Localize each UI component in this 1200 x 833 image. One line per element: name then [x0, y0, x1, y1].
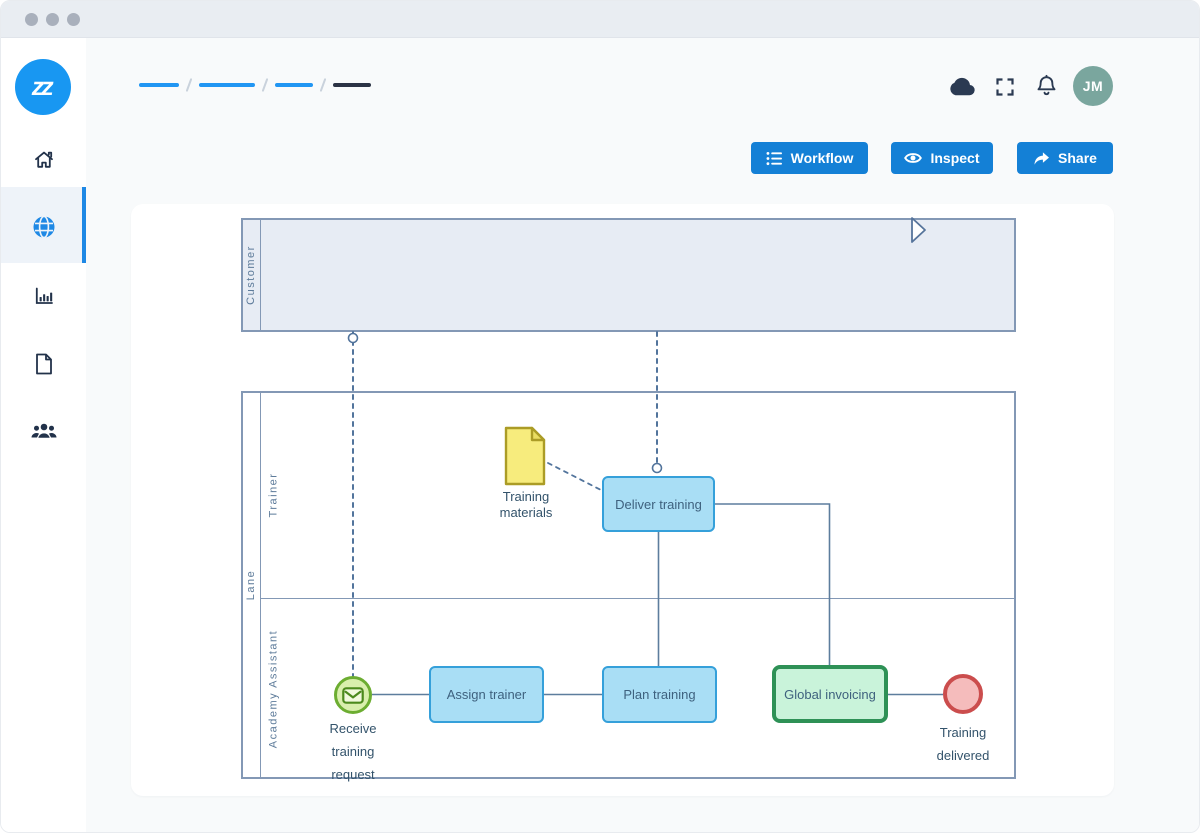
sidebar-item-home[interactable] — [1, 132, 86, 188]
pool-lane-label: Lane — [244, 569, 257, 601]
fullscreen-button[interactable] — [995, 77, 1015, 102]
node-deliver-training[interactable]: Deliver training — [602, 476, 715, 532]
breadcrumb-separator — [261, 78, 269, 92]
breadcrumb-segment — [139, 83, 179, 87]
pool-customer-label: Customer — [244, 245, 257, 305]
lane-divider — [261, 598, 1014, 599]
bell-icon — [1037, 74, 1056, 96]
breadcrumb-separator — [319, 78, 327, 92]
inspect-button[interactable]: Inspect — [891, 142, 993, 174]
avatar[interactable]: JM — [1073, 66, 1113, 106]
lane-trainer-label: Trainer — [267, 472, 279, 517]
globe-icon — [33, 215, 54, 239]
node-assign-trainer-label: Assign trainer — [446, 687, 527, 702]
app-logo-text: zz — [29, 72, 54, 101]
fullscreen-icon — [996, 78, 1014, 96]
data-object-icon — [504, 426, 546, 486]
node-plan-training-label: Plan training — [623, 687, 696, 702]
lane-academy-assistant-label: Academy Assistant — [267, 629, 279, 748]
window-close-dot[interactable] — [25, 12, 38, 26]
cloud-icon — [950, 77, 975, 96]
message-envelope-icon — [342, 686, 364, 704]
breadcrumb-skeleton — [139, 78, 371, 92]
window-minimize-dot[interactable] — [46, 12, 59, 26]
sidebar-item-analytics[interactable] — [1, 268, 86, 324]
window-titlebar — [1, 1, 1199, 38]
sidebar-item-people[interactable] — [1, 403, 86, 459]
breadcrumb-separator — [185, 78, 193, 92]
node-deliver-training-label: Deliver training — [615, 496, 702, 512]
node-receive-training-request-label: Receive training request — [329, 721, 377, 782]
avatar-initials: JM — [1082, 78, 1104, 94]
pool-customer-label-band — [243, 220, 261, 330]
node-training-delivered[interactable] — [943, 674, 983, 714]
node-training-materials[interactable] — [504, 426, 546, 491]
workflow-button-label: Workflow — [790, 150, 854, 166]
breadcrumb-segment-current — [333, 83, 371, 87]
node-training-materials-label: Training materials — [499, 489, 553, 520]
share-button-label: Share — [1058, 150, 1097, 166]
node-global-invoicing-label: Global invoicing — [784, 686, 876, 702]
node-receive-training-request[interactable] — [334, 676, 372, 714]
workflow-button[interactable]: Workflow — [751, 142, 868, 174]
node-training-delivered-label: Training delivered — [936, 725, 990, 763]
share-arrow-icon — [1034, 151, 1050, 165]
node-plan-training[interactable]: Plan training — [602, 666, 717, 723]
breadcrumb-segment — [199, 83, 255, 87]
sidebar-item-processes[interactable] — [1, 199, 86, 255]
pool-customer[interactable] — [241, 218, 1016, 332]
node-global-invoicing[interactable]: Global invoicing — [772, 665, 888, 723]
inspect-button-label: Inspect — [930, 150, 980, 166]
window-maximize-dot[interactable] — [67, 12, 80, 26]
share-button[interactable]: Share — [1017, 142, 1113, 174]
sidebar-item-documents[interactable] — [1, 336, 86, 392]
eye-icon — [904, 153, 923, 163]
node-assign-trainer[interactable]: Assign trainer — [429, 666, 544, 723]
sidebar-active-indicator — [82, 187, 86, 263]
cloud-sync-button[interactable] — [949, 76, 975, 101]
users-icon — [31, 423, 56, 438]
list-icon — [766, 151, 782, 165]
notifications-button[interactable] — [1035, 74, 1058, 104]
breadcrumb-segment — [275, 83, 313, 87]
bar-chart-icon — [35, 287, 53, 304]
file-icon — [35, 353, 52, 375]
pool-lane-label-band — [243, 393, 261, 777]
app-logo[interactable]: zz — [15, 59, 71, 115]
home-icon — [34, 151, 53, 168]
